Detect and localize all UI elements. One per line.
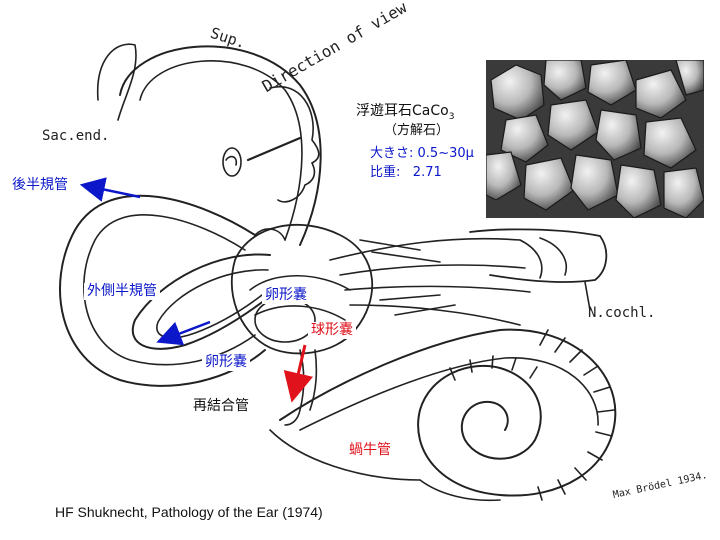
lateral-canal-label: 外側半規管 (84, 283, 160, 301)
cochlear-duct-label: 蝸牛管 (346, 442, 394, 460)
otolith-title: 浮遊耳石CaCo3 (356, 103, 455, 123)
utricle-upper-label: 卵形嚢 (262, 287, 310, 305)
otolith-size-label: 大きさ (370, 146, 410, 161)
otolith-title-main: 浮遊耳石CaCo (356, 103, 449, 119)
saccule-to-reuniens-arrow (283, 344, 314, 403)
otolith-gravity-label: 比重 (370, 165, 397, 180)
otolith-size-value: 0.5~30μ (417, 146, 474, 161)
otolith-size-row: 大きさ: 0.5~30μ (370, 146, 474, 161)
posterior-canal-arrow (79, 177, 141, 202)
posterior-canal-label: 後半規管 (12, 177, 68, 193)
otolith-gravity-value: 2.71 (412, 165, 442, 180)
lateral-canal-arrow (156, 320, 211, 346)
endolymphatic-sac-label: Sac.end. (42, 128, 110, 144)
reuniens-duct-label: 再結合管 (190, 398, 252, 416)
utricle-lower-label: 卵形嚢 (202, 354, 250, 372)
otolith-title-subscript: 3 (448, 111, 455, 122)
otolith-micrograph (486, 60, 704, 218)
citation: HF Shuknecht, Pathology of the Ear (1974… (55, 504, 323, 520)
saccule-label: 球形嚢 (308, 322, 356, 340)
otolith-mineral: （方解石） (384, 123, 450, 138)
cochlear-nerve-label: N.cochl. (588, 305, 656, 321)
otolith-gravity-row: 比重: 2.71 (370, 165, 442, 180)
